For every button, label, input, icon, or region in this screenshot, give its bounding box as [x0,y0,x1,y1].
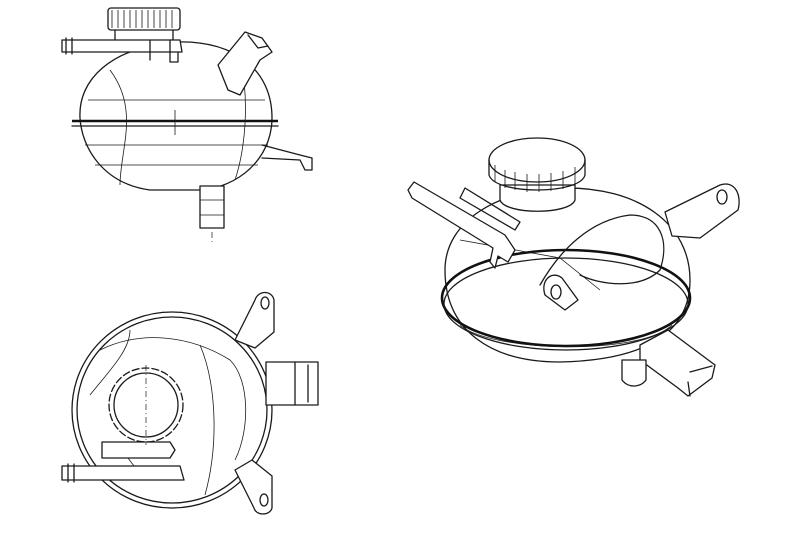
outlet-rings [200,199,224,216]
bracket-hole-iso [716,189,728,205]
bracket-top-hole [260,296,270,310]
inlet-details [67,441,176,483]
vent-pipe [217,31,273,96]
inlet-pipe-top [61,465,185,481]
bracket-top [234,291,275,349]
tank-rim [76,316,268,504]
filler-neck-iso [499,184,576,212]
mount-bracket [261,144,313,171]
isometric-view [407,137,740,397]
outlet-pipe [199,185,225,229]
tank-body [79,41,273,191]
side-outlet-detail-iso [687,365,713,397]
filler-neck-inner [113,372,179,438]
bracket-iso [664,183,740,239]
inlet-pipe-iso [407,181,516,269]
vent-pipe-detail [247,34,269,49]
outlet-pipe-iso [621,359,647,387]
lower-contour [459,324,673,348]
top-view [61,291,319,515]
pipe-details [65,37,179,63]
cap-iso [488,137,586,183]
surface-contours [89,329,247,496]
cap [107,7,181,31]
cap-side [488,159,586,191]
side-outlet-detail [294,361,309,406]
inlet-clip-iso [459,187,521,231]
inlet-pipe [61,39,183,53]
side-outlet [265,361,319,406]
cap-ribs [111,10,173,28]
cap-ribs-iso [494,165,576,192]
front-view [61,7,313,242]
seam-band-lower-iso [443,257,689,351]
front-lug-hole [550,284,562,300]
bracket-bottom-hole [259,493,269,507]
tank-outline [71,311,273,509]
inlet-marker [127,457,135,467]
surface-contour [539,214,665,286]
contour-lines [85,99,268,166]
side-outlet-iso [639,329,716,397]
bracket-bottom [234,459,273,515]
surface-line [459,239,601,291]
